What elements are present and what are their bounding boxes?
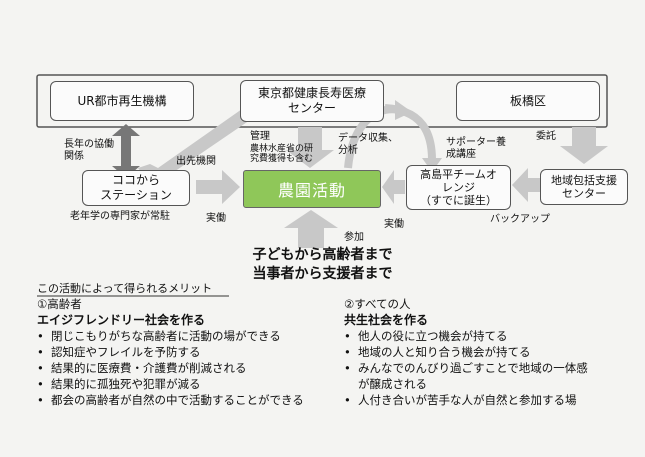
box-ur: UR都市再生機構 xyxy=(50,81,194,121)
box-kokokara: ココから ステーション xyxy=(82,170,190,206)
label-data: データ収集、 分析 xyxy=(338,133,398,157)
label-supporter-line1: サポーター養 xyxy=(446,137,506,148)
label-noushin-line1: 農林水産省の研 xyxy=(250,144,314,154)
box-nouen-label: 農園活動 xyxy=(277,181,346,200)
label-kanri: 管理 xyxy=(250,131,270,142)
label-data-line1: データ収集、 xyxy=(338,133,398,144)
box-ur-label: UR都市再生機構 xyxy=(77,93,167,108)
label-supporter-line2: 成講座 xyxy=(446,149,476,160)
box-takashima: 高島平チームオ レンジ （すでに誕生） xyxy=(406,165,511,210)
label-noushin: 農林水産省の研 究費獲得も含む xyxy=(250,144,313,164)
box-takashima-line1: 高島平チームオ xyxy=(420,168,497,181)
label-collab-line2: 関係 xyxy=(64,151,84,162)
merits-right: ②すべての人 共生社会を作る 他人の役に立つ機会が持てる 地域の人と知り合う機会… xyxy=(344,296,634,408)
box-itabashi-label: 板橋区 xyxy=(509,93,546,108)
label-senmonka: 老年学の専門家が常駐 xyxy=(70,211,170,222)
headline-line2: 当事者から支援者まで xyxy=(252,266,393,282)
label-noushin-line2: 究費獲得も含む xyxy=(250,154,314,164)
box-nouen: 農園活動 xyxy=(243,170,381,208)
headline-line1: 子どもから高齢者まで xyxy=(252,247,393,263)
box-chiiki-line2: センター xyxy=(562,187,606,200)
label-collab-line1: 長年の協働 xyxy=(64,139,114,150)
label-backup: バックアップ xyxy=(490,214,550,225)
merits-left-list: 閉じこもりがちな高齢者に活動の場ができる 認知症やフレイルを予防する 結果的に医… xyxy=(37,328,337,408)
arrow-supporter xyxy=(384,104,436,161)
label-jitsudo-left: 実働 xyxy=(206,213,226,224)
merits-left: ①高齢者 エイジフレンドリー社会を作る 閉じこもりがちな高齢者に活動の場ができる… xyxy=(37,296,337,408)
merits-right-number: ②すべての人 xyxy=(344,297,411,311)
arrow-kanri xyxy=(286,127,334,168)
merits-right-list: 他人の役に立つ機会が持てる 地域の人と知り合う機会が持てる みんなでのんびり過ご… xyxy=(344,328,634,408)
box-takashima-line3: （すでに誕生） xyxy=(419,194,498,207)
box-chiiki-line1: 地域包括支援 xyxy=(551,174,617,187)
list-item: 地域の人と知り合う機会が持てる xyxy=(344,344,634,360)
merits-heading: この活動によって得られるメリット xyxy=(37,282,213,295)
list-item: みんなでのんびり過ごすことで地域の一体感 xyxy=(344,360,634,376)
headline: 子どもから高齢者まで 当事者から支援者まで xyxy=(200,246,445,284)
arrow-dispatch xyxy=(138,95,272,184)
list-item: 閉じこもりがちな高齢者に活動の場ができる xyxy=(37,328,337,344)
list-item: 結果的に医療費・介護費が削減される xyxy=(37,360,337,376)
box-kokokara-line1: ココから xyxy=(111,173,160,187)
label-sanka: 参加 xyxy=(344,232,364,243)
label-data-line2: 分析 xyxy=(338,145,358,156)
list-item: 結果的に孤独死や犯罪が減る xyxy=(37,376,337,392)
box-tokyo: 東京都健康長寿医療 センター xyxy=(240,80,384,122)
list-item: 都会の高齢者が自然の中で活動することができる xyxy=(37,392,337,408)
arrow-itaku xyxy=(560,127,608,164)
list-item: 認知症やフレイルを予防する xyxy=(37,344,337,360)
label-itaku: 委託 xyxy=(536,131,556,142)
box-tokyo-line1: 東京都健康長寿医療 xyxy=(257,86,366,100)
label-supporter: サポーター養 成講座 xyxy=(446,137,506,161)
arrow-backup xyxy=(512,168,540,202)
arrow-jitsudo-left xyxy=(196,170,240,204)
label-jitsudo-right: 実働 xyxy=(384,219,404,230)
arrow-jitsudo-right xyxy=(382,170,405,204)
box-takashima-line2: レンジ xyxy=(442,181,475,194)
box-itabashi: 板橋区 xyxy=(456,81,600,121)
merits-right-title: 共生社会を作る xyxy=(344,313,429,327)
list-item: 人付き合いが苦手な人が自然と参加する場 xyxy=(344,392,634,408)
arrow-sanka xyxy=(284,210,338,248)
merits-left-number: ①高齢者 xyxy=(37,297,82,311)
list-item: 他人の役に立つ機会が持てる xyxy=(344,328,634,344)
merits-left-title: エイジフレンドリー社会を作る xyxy=(37,313,206,327)
label-dispatch: 出先機関 xyxy=(176,156,216,167)
box-chiiki: 地域包括支援 センター xyxy=(540,169,628,205)
box-kokokara-line2: ステーション xyxy=(100,188,172,202)
box-tokyo-line2: センター xyxy=(287,101,336,115)
label-collab: 長年の協働 関係 xyxy=(64,139,114,163)
list-item: が醸成される xyxy=(358,377,427,391)
